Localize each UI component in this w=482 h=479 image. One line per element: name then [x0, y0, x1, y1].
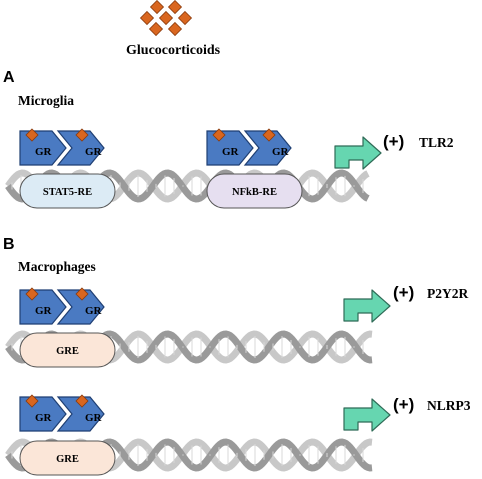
bound-glucocorticoid-diamond — [25, 128, 39, 142]
response-element-pill — [19, 173, 116, 209]
gr-label: GR — [85, 146, 103, 158]
glucocorticoid-diamond — [139, 10, 155, 26]
response-element: STAT5-RE — [19, 173, 116, 209]
glucocorticoid-receptor-chevron — [56, 130, 105, 166]
p2y2r-effect-sign: (+) — [393, 283, 414, 302]
glucocorticoid-receptor-chevron — [243, 130, 292, 166]
transcription-arrow-shape — [343, 398, 391, 432]
p2y2r-gene-label: P2Y2R — [427, 286, 468, 301]
macrophage-nlrp3-dna-track: GRE GR GR — [5, 394, 373, 476]
gr-label: GR — [35, 412, 53, 424]
gr-label: GR — [222, 146, 240, 158]
glucocorticoid-diamond — [158, 10, 174, 26]
response-element-label: GRE — [56, 346, 79, 357]
bound-glucocorticoid-diamond — [75, 128, 89, 142]
panel-a-letter: A — [3, 69, 15, 86]
response-element-pill — [19, 332, 116, 368]
glucocorticoid-diamond-cluster — [139, 0, 193, 37]
glucocorticoid-diamond — [148, 21, 164, 37]
gr-label: GR — [35, 146, 53, 158]
p2y2r-output: (+) P2Y2R — [343, 283, 468, 323]
bound-glucocorticoid-diamond — [212, 128, 226, 142]
glucocorticoids-label: Glucocorticoids — [126, 43, 221, 58]
response-element-pill — [19, 440, 116, 476]
response-element-label: STAT5-RE — [43, 187, 92, 198]
panel-a-cell-type: Microglia — [18, 93, 74, 108]
panel-b-letter: B — [3, 236, 15, 253]
gr-dimer: GR GR — [19, 287, 105, 325]
gr-dimer: GR GR — [19, 394, 105, 432]
gr-dimer: GR GR — [19, 128, 105, 166]
glucocorticoid-diamond — [167, 21, 183, 37]
gr-label: GR — [35, 305, 53, 317]
transcription-start-arrow — [343, 289, 391, 323]
gr-dimer: GR GR — [206, 128, 292, 166]
transcription-start-arrow — [334, 136, 382, 170]
response-element: GRE — [19, 332, 116, 368]
response-element-pill — [206, 173, 303, 209]
macrophage-p2y2r-dna-track: GRE GR GR — [5, 287, 373, 368]
bound-glucocorticoid-diamond — [262, 128, 276, 142]
transcription-start-arrow — [343, 398, 391, 432]
nlrp3-output: (+) NLRP3 — [343, 395, 471, 432]
glucocorticoid-receptor-chevron — [56, 289, 105, 325]
tlr2-effect-sign: (+) — [383, 132, 404, 151]
gr-label: GR — [85, 305, 103, 317]
response-element-label: GRE — [56, 454, 79, 465]
response-element: NFkB-RE — [206, 173, 303, 209]
glucocorticoid-diamond — [149, 0, 165, 15]
transcription-arrow-shape — [343, 289, 391, 323]
nlrp3-gene-label: NLRP3 — [427, 398, 471, 413]
response-element-label: NFkB-RE — [232, 187, 277, 198]
response-element: GRE — [19, 440, 116, 476]
bound-glucocorticoid-diamond — [25, 394, 39, 408]
glucocorticoid-diamond — [167, 0, 183, 15]
glucocorticoid-diamond — [177, 10, 193, 26]
gr-label: GR — [85, 412, 103, 424]
transcription-arrow-shape — [334, 136, 382, 170]
tlr2-gene-label: TLR2 — [419, 135, 454, 150]
gr-label: GR — [272, 146, 290, 158]
bound-glucocorticoid-diamond — [75, 394, 89, 408]
glucocorticoid-receptor-chevron — [56, 396, 105, 432]
tlr2-output: (+) TLR2 — [334, 132, 454, 170]
nlrp3-effect-sign: (+) — [393, 395, 414, 414]
panel-b-cell-type: Macrophages — [18, 259, 96, 274]
microglia-dna-track: STAT5-RE GR GR NFkB-RE GR GR — [5, 128, 370, 209]
bound-glucocorticoid-diamond — [75, 287, 89, 301]
bound-glucocorticoid-diamond — [25, 287, 39, 301]
